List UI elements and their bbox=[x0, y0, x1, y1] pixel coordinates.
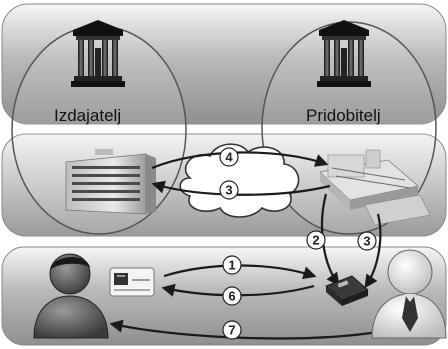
cardholder-person-icon bbox=[33, 253, 109, 339]
flow-arrow-7 bbox=[109, 319, 379, 340]
acquirer-label: Pridobitelj bbox=[306, 106, 381, 125]
issuer-office-building bbox=[65, 149, 156, 215]
step-number-6: 6 bbox=[228, 289, 235, 304]
acquirer-bank-icon bbox=[317, 20, 371, 87]
merchant-person-icon bbox=[371, 249, 447, 339]
step-badge-7: 7 bbox=[222, 320, 242, 340]
step-number-7: 7 bbox=[228, 323, 235, 338]
step-number-1: 1 bbox=[228, 258, 235, 273]
step-number-3-network: 3 bbox=[225, 183, 232, 198]
issuer-label: Izdajatelj bbox=[54, 106, 121, 125]
flow-arrow-4 bbox=[151, 151, 329, 170]
step-number-2: 2 bbox=[312, 233, 319, 248]
pos-terminal-icon bbox=[325, 275, 369, 306]
step-badge-2: 2 bbox=[306, 230, 326, 250]
acquirer-processing-machine bbox=[319, 149, 431, 226]
step-badge-1: 1 bbox=[222, 255, 242, 275]
step-number-4: 4 bbox=[225, 150, 233, 165]
step-badge-6: 6 bbox=[222, 286, 242, 306]
step-badge-3-network: 3 bbox=[219, 180, 239, 200]
flow-arrow-3-network bbox=[151, 180, 331, 196]
payment-card-icon bbox=[109, 267, 155, 297]
network-cloud bbox=[179, 143, 300, 218]
flow-arrow-3-terminal bbox=[364, 213, 382, 289]
step-number-3-terminal: 3 bbox=[363, 234, 370, 249]
step-badge-4: 4 bbox=[219, 147, 239, 167]
issuer-bank-icon bbox=[71, 20, 125, 87]
step-badge-3-terminal: 3 bbox=[357, 231, 377, 251]
